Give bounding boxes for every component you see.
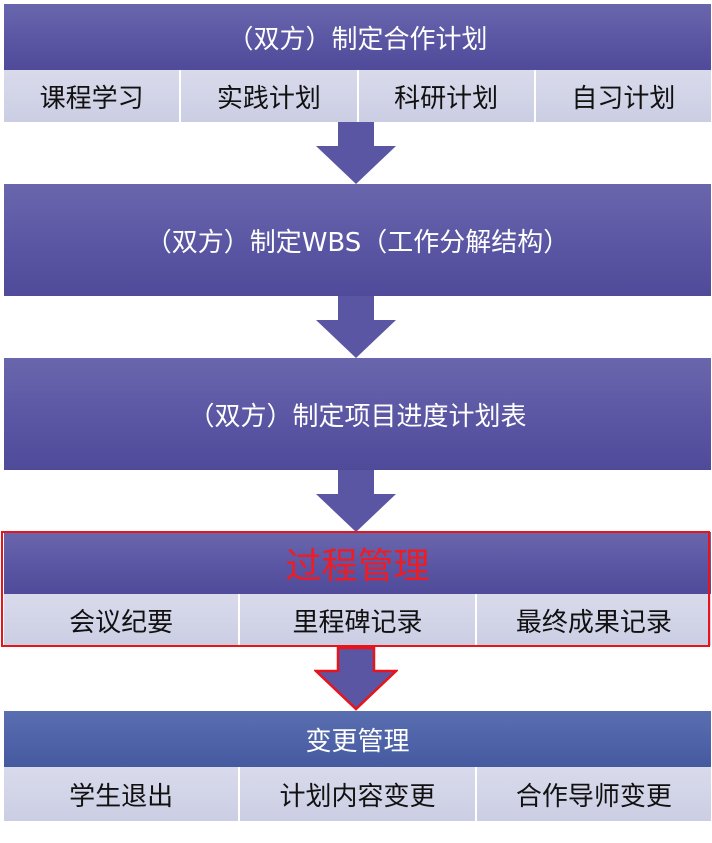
down-arrow-icon [316, 470, 396, 532]
stage4-header: 过程管理 [4, 532, 711, 594]
stage4-item: 最终成果记录 [476, 594, 711, 646]
stage1-item: 自习计划 [535, 70, 711, 122]
stage4-item: 会议纪要 [4, 594, 241, 646]
stage1-header: （双方）制定合作计划 [4, 4, 711, 70]
stage4-items: 会议纪要 里程碑记录 最终成果记录 [4, 594, 711, 646]
stage1-item: 科研计划 [358, 70, 536, 122]
stage1-items: 课程学习 实践计划 科研计划 自习计划 [4, 70, 711, 122]
stage5-title: 变更管理 [305, 726, 410, 757]
stage1-item: 课程学习 [4, 70, 182, 122]
down-arrow-icon [316, 122, 396, 184]
stage5-item: 计划内容变更 [240, 767, 477, 821]
stage5-header: 变更管理 [4, 711, 711, 767]
down-arrow-icon [316, 296, 396, 358]
stage1-item: 实践计划 [181, 70, 359, 122]
stage3-title: （双方）制定项目进度计划表 [188, 401, 527, 432]
stage5-item: 合作导师变更 [476, 767, 711, 821]
stage3-header: （双方）制定项目进度计划表 [4, 358, 711, 470]
down-arrow-icon [314, 647, 398, 711]
stage5-items: 学生退出 计划内容变更 合作导师变更 [4, 767, 711, 821]
stage4-item: 里程碑记录 [240, 594, 477, 646]
stage2-title: （双方）制定WBS（工作分解结构） [145, 227, 570, 258]
stage4-title: 过程管理 [285, 546, 430, 587]
stage2-header: （双方）制定WBS（工作分解结构） [4, 184, 711, 296]
stage1-title: （双方）制定合作计划 [227, 24, 488, 55]
stage5-item: 学生退出 [4, 767, 241, 821]
